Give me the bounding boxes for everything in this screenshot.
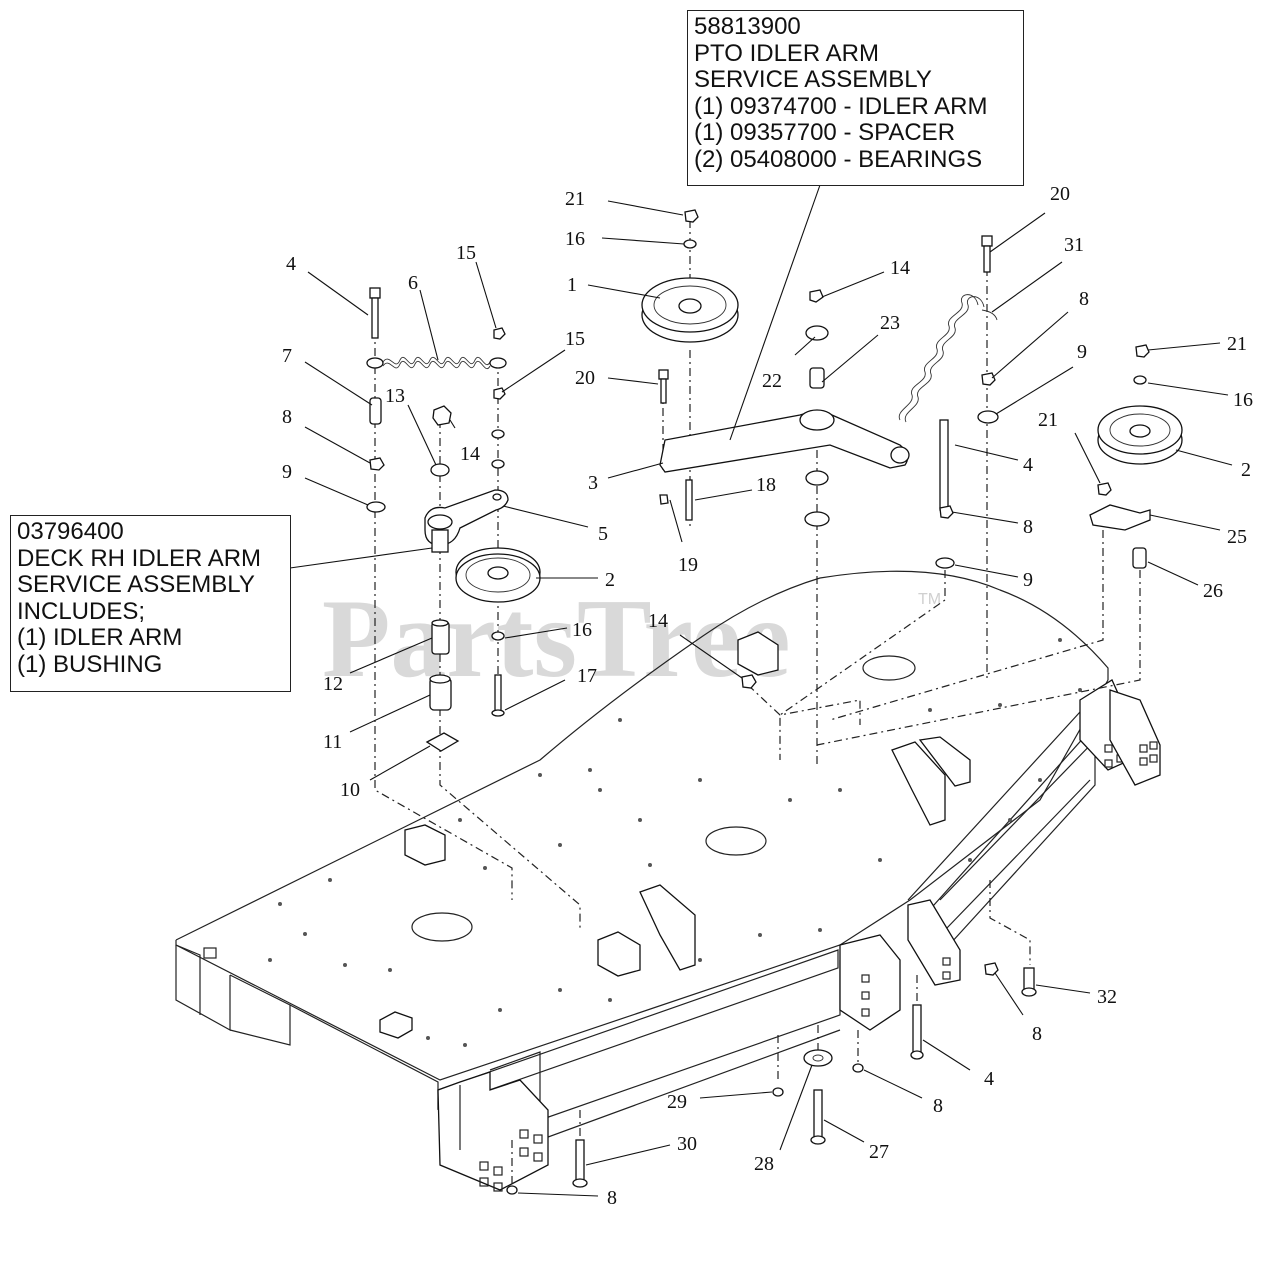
callout-13: 13 (385, 385, 405, 407)
callout-8b: 8 (1079, 288, 1089, 310)
callout-32: 32 (1097, 986, 1117, 1008)
callout-11: 11 (323, 731, 342, 753)
callout-4b: 4 (1023, 454, 1033, 476)
leader-lines (289, 184, 1233, 1197)
callout-9b: 9 (1077, 341, 1087, 363)
callout-21b: 21 (1038, 409, 1058, 431)
deck-holes (268, 638, 1082, 1047)
callout-14c: 14 (890, 257, 910, 279)
pto-box-line: (1) 09357700 - SPACER (694, 119, 956, 146)
callout-21c: 21 (1227, 333, 1247, 355)
watermark-tm: TM (918, 591, 941, 608)
rh-idler-arm-assembly-box: 03796400 DECK RH IDLER ARM SERVICE ASSEM… (10, 515, 291, 692)
callout-20: 20 (575, 367, 595, 389)
callout-9c: 9 (1023, 569, 1033, 591)
callout-5: 5 (598, 523, 608, 545)
callout-8f: 8 (607, 1187, 617, 1209)
callout-14b: 14 (648, 610, 668, 632)
callout-29: 29 (667, 1091, 687, 1113)
callout-26: 26 (1203, 580, 1223, 602)
callout-8: 8 (282, 406, 292, 428)
callout-8d: 8 (1032, 1023, 1042, 1045)
callout-25: 25 (1227, 526, 1247, 548)
rh-box-line: (1) BUSHING (17, 650, 163, 678)
callout-8c: 8 (1023, 516, 1033, 538)
callout-12: 12 (323, 673, 343, 695)
pto-box-line: SERVICE ASSEMBLY (694, 66, 932, 93)
callout-16b: 16 (572, 619, 592, 641)
callout-17: 17 (577, 665, 597, 687)
callout-19: 19 (678, 554, 698, 576)
callout-20b: 20 (1050, 183, 1070, 205)
callout-4c: 4 (984, 1068, 994, 1090)
callout-7: 7 (282, 345, 292, 367)
pto-idler-arm-assembly-box: 58813900 PTO IDLER ARM SERVICE ASSEMBLY … (687, 10, 1024, 186)
callout-2b: 2 (1241, 459, 1251, 481)
callout-3: 3 (588, 472, 598, 494)
callout-9: 9 (282, 461, 292, 483)
rh-box-line: (1) IDLER ARM (17, 624, 183, 651)
callout-2: 2 (605, 569, 615, 591)
callout-27: 27 (869, 1141, 889, 1163)
callout-16: 16 (565, 228, 585, 250)
callout-6: 6 (408, 272, 418, 294)
callout-numbers: 21 16 1 15 15 4 6 7 13 14 8 9 5 2 12 16 … (282, 183, 1253, 1209)
callout-22: 22 (762, 370, 782, 392)
rh-box-line: 03796400 (17, 518, 124, 545)
callout-1: 1 (567, 274, 577, 296)
callout-31: 31 (1064, 234, 1084, 256)
callout-23: 23 (880, 312, 900, 334)
callout-15b: 15 (565, 328, 585, 350)
pto-box-line: PTO IDLER ARM (694, 39, 879, 67)
pto-box-line: 58813900 (694, 13, 801, 40)
pto-box-line: (1) 09374700 - IDLER ARM (694, 92, 988, 120)
callout-14: 14 (460, 443, 480, 465)
callout-4: 4 (286, 253, 296, 275)
callout-21: 21 (565, 188, 585, 210)
callout-10: 10 (340, 779, 360, 801)
callout-28: 28 (754, 1153, 774, 1175)
callout-15: 15 (456, 242, 476, 264)
callout-16c: 16 (1233, 389, 1253, 411)
mower-deck (175, 570, 1161, 1192)
rh-box-line: INCLUDES; (17, 597, 146, 625)
parts (366, 209, 1183, 1195)
callout-30: 30 (677, 1133, 697, 1155)
callout-8e: 8 (933, 1095, 943, 1117)
callout-18: 18 (756, 474, 776, 496)
pto-box-line: (2) 05408000 - BEARINGS (694, 145, 983, 173)
rh-box-line: SERVICE ASSEMBLY (17, 571, 255, 598)
watermark: PartsTree (322, 577, 791, 701)
rh-box-line: DECK RH IDLER ARM (17, 544, 262, 572)
